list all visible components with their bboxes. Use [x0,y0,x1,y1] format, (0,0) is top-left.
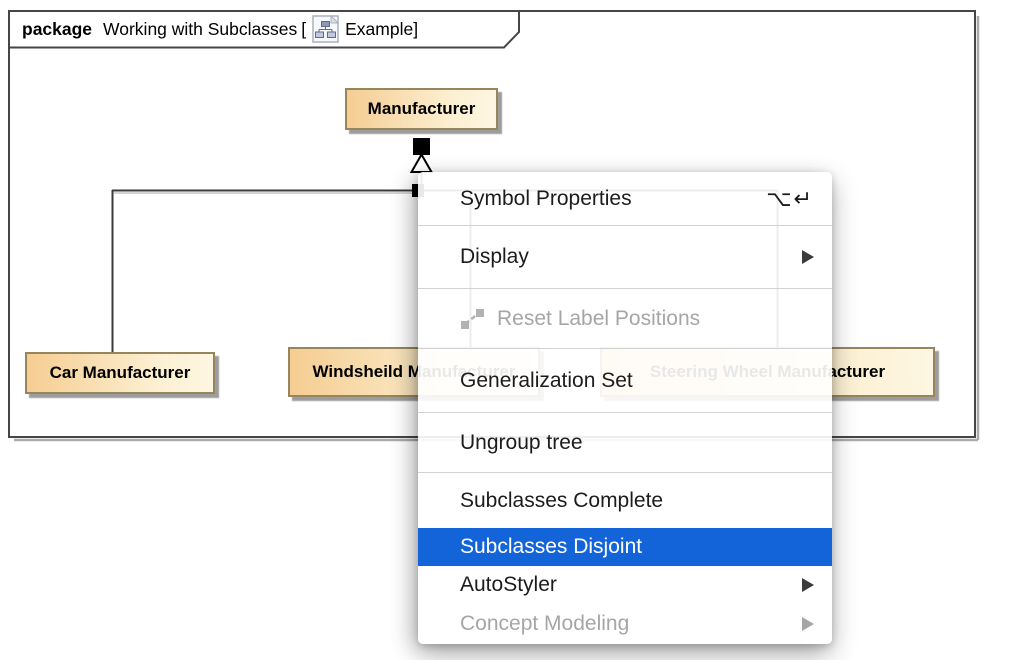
frame-diagram-name: Example [345,18,414,39]
menu-item-label: Display [460,245,529,268]
menu-item-autostyler[interactable]: AutoStyler [418,566,832,604]
context-menu: Symbol Properties ⌥↵ Display Reset Label… [418,172,832,644]
menu-item-label: Ungroup tree [460,430,583,454]
submenu-arrow-icon [802,250,814,264]
selection-handle-top[interactable] [413,138,430,155]
menu-item-label: Subclasses Complete [460,488,664,512]
menu-separator [418,412,832,413]
class-label: Car Manufacturer [49,363,191,382]
frame-bracket-open: [ [301,18,307,39]
menu-item-subclasses-disjoint[interactable]: Subclasses Disjoint [418,528,832,566]
frame-header: package Working with Subclasses [ Exampl… [8,10,520,48]
class-diagram-icon [312,15,340,43]
menu-item-generalization-set[interactable]: Generalization Set [418,349,832,412]
class-box-manufacturer[interactable]: Manufacturer [345,88,498,130]
menu-shortcut-option-return: ⌥↵ [766,185,814,211]
menu-item-subclasses-complete[interactable]: Subclasses Complete [418,473,832,528]
menu-item-label: Reset Label Positions [497,306,701,330]
menu-item-symbol-properties[interactable]: Symbol Properties ⌥↵ [418,172,832,225]
menu-item-label: Generalization Set [460,368,633,392]
submenu-arrow-icon [802,578,814,592]
frame-kind-label: package [22,18,93,39]
menu-separator [418,348,832,349]
frame-title: Working with Subclasses [103,18,298,39]
frame-header-tab-shape [8,10,520,49]
menu-separator [418,225,832,226]
frame-bracket-close: ] [413,18,419,39]
menu-item-label: Subclasses Disjoint [460,535,643,558]
menu-item-label: AutoStyler [460,573,557,596]
class-box-car-manufacturer[interactable]: Car Manufacturer [25,352,215,394]
menu-item-reset-label-positions[interactable]: Reset Label Positions [418,289,832,348]
menu-item-display[interactable]: Display [418,226,832,288]
menu-separator [418,288,832,289]
menu-separator [418,472,832,473]
menu-item-label: Symbol Properties [460,186,632,210]
generalization-triangle-icon[interactable] [409,152,434,173]
menu-item-concept-modeling[interactable]: Concept Modeling [418,604,832,644]
submenu-arrow-icon [802,617,814,631]
reset-label-positions-icon [460,308,485,330]
menu-item-ungroup-tree[interactable]: Ungroup tree [418,413,832,472]
menu-item-label: Concept Modeling [460,612,630,635]
class-label: Manufacturer [367,99,476,118]
